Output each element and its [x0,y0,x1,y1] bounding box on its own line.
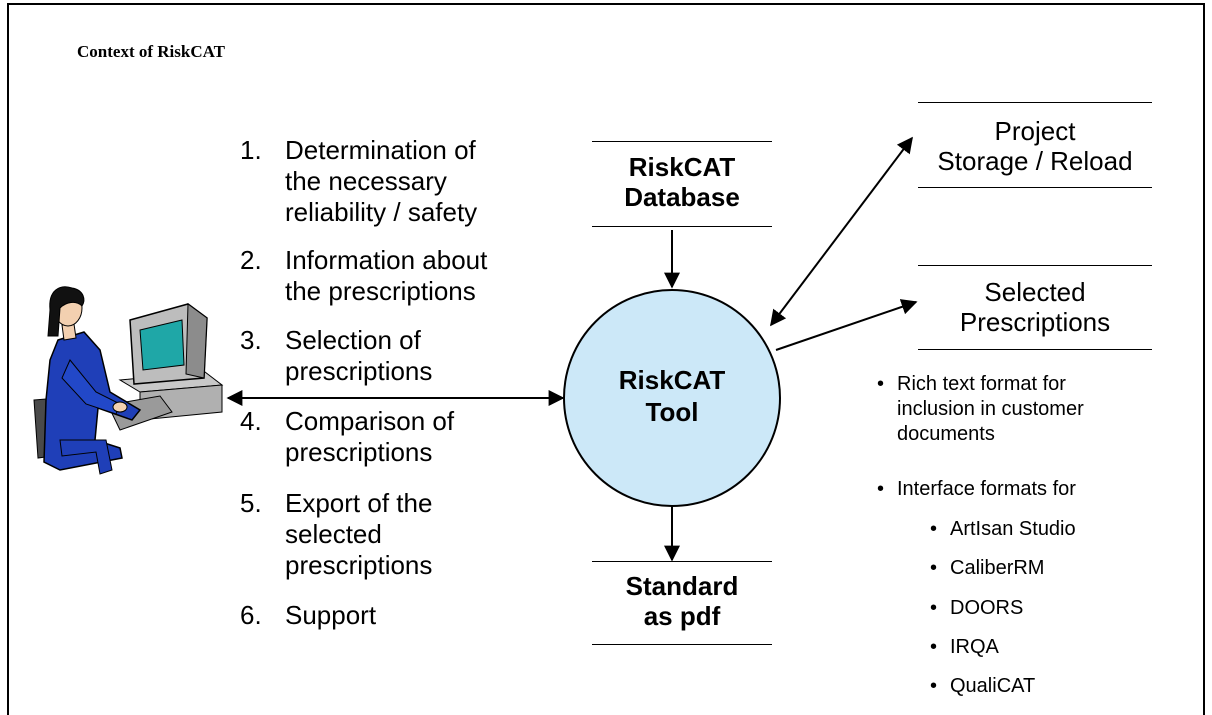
bullet-dot-icon: • [930,557,938,579]
page-title: Context of RiskCAT [77,42,225,61]
step-number: 2. [240,245,262,275]
selected-prescriptions-label: Selected Prescriptions [959,277,1111,337]
bullet-dot-icon: • [930,636,938,658]
step-number: 1. [240,135,262,165]
step-6: 6. Support [240,600,540,632]
project-storage-bottom-rule [918,187,1152,188]
step-number: 3. [240,325,262,355]
standard-label: Standard as pdf [625,571,739,631]
step-number: 4. [240,406,262,436]
sub-bullet-caliberrm: • CaliberRM [930,556,1170,581]
step-5: 5. Export of the selected prescriptions [240,488,540,583]
sub-bullet-text: CaliberRM [950,557,1045,579]
step-text: Support [285,600,377,630]
step-text: Export of the selected prescriptions [285,488,433,580]
step-text: Information about the prescriptions [285,245,488,306]
bullet-text: Interface formats for [897,478,1076,500]
standard-top-rule [592,561,772,562]
sub-bullet-doors: • DOORS [930,596,1170,621]
sub-bullet-irqa: • IRQA [930,635,1170,660]
bullet-dot-icon: • [930,597,938,619]
tool-label: RiskCAT Tool [618,365,726,427]
database-label: RiskCAT Database [624,152,740,212]
database-top-rule [592,141,772,142]
bullet-dot-icon: • [930,675,938,697]
selected-top-rule [918,265,1152,266]
project-storage-top-rule [918,102,1152,103]
arrow-tool-project-storage [770,136,913,327]
bullet-dot-icon: • [877,478,885,500]
step-text: Selection of prescriptions [285,325,433,386]
sub-bullet-qualicat: • QualiCAT [930,674,1170,699]
standard-bottom-rule [592,644,772,645]
project-storage-label: Project Storage / Reload [937,116,1133,176]
arrow-tool-to-selected [775,299,918,351]
sub-bullet-text: QualiCAT [950,675,1036,697]
step-3: 3. Selection of prescriptions [240,325,540,389]
step-1: 1. Determination of the necessary reliab… [240,135,540,230]
bullet-rich-text: • Rich text format for inclusion in cust… [877,372,1177,452]
sub-bullet-text: ArtIsan Studio [950,518,1076,540]
step-number: 5. [240,488,262,518]
bullet-interface-formats: • Interface formats for [877,477,1177,502]
sub-bullet-text: IRQA [950,636,999,658]
selected-bottom-rule [918,349,1152,350]
sub-bullet-artisan: • ArtIsan Studio [930,517,1170,542]
slide-frame [7,3,1205,715]
step-2: 2. Information about the prescriptions [240,245,540,309]
step-text: Comparison of prescriptions [285,406,455,467]
database-bottom-rule [592,226,772,227]
sub-bullet-text: DOORS [950,597,1024,619]
step-number: 6. [240,600,262,630]
bullet-text: Rich text format for inclusion in custom… [897,373,1084,445]
person-at-computer-icon [33,286,224,475]
step-4: 4. Comparison of prescriptions [240,406,540,470]
bullet-dot-icon: • [930,518,938,540]
step-text: Determination of the necessary reliabili… [285,135,478,227]
bullet-dot-icon: • [877,373,885,395]
